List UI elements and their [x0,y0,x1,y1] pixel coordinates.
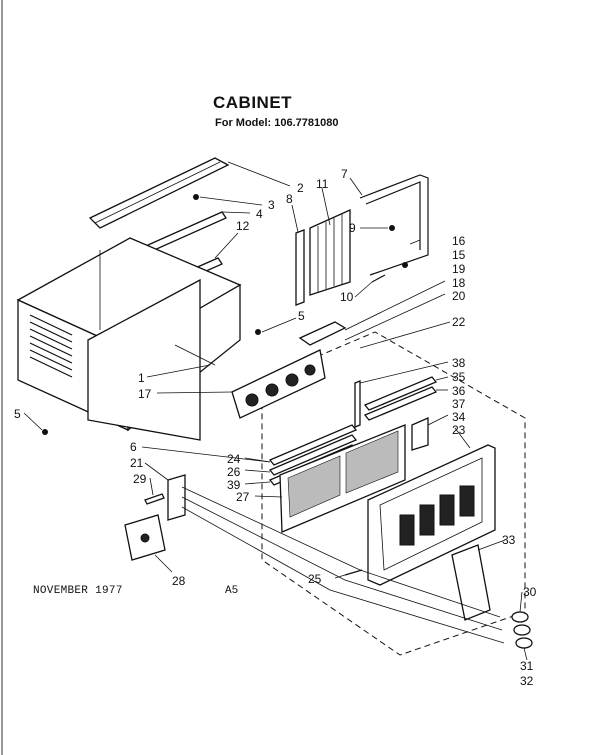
callout-16: 16 [452,234,466,248]
callout-1: 1 [138,371,145,385]
callout-24: 24 [227,452,241,466]
callout-10: 10 [340,290,354,304]
diagram-title: CABINET [213,93,293,112]
control-panel [451,544,491,621]
mounting-plate [167,474,186,521]
pin-part [344,569,363,576]
callout-3: 3 [268,198,275,212]
callout-7: 7 [341,167,348,181]
panel-part [309,208,351,296]
callout-38: 38 [452,356,466,370]
callout-31: 31 [520,659,534,673]
callout-5b: 5 [14,407,21,421]
screw-part [255,329,261,335]
screw-part [193,194,199,200]
mount-part [298,321,347,346]
model-subtitle: For Model: 106.7781080 [215,117,339,129]
callout-23: 23 [452,423,466,437]
clip-part [371,274,386,283]
callout-21: 21 [130,456,144,470]
callout-22: 22 [452,315,466,329]
callout-18: 18 [452,276,466,290]
spacer-part [144,493,165,505]
top-rail [88,157,230,229]
bracket-small [411,417,429,451]
callout-17: 17 [138,387,152,401]
callout-37: 37 [452,397,466,411]
callout-28: 28 [172,574,186,588]
control-knob-part [124,514,166,561]
bracket-part [359,174,429,276]
callout-39: 39 [227,478,241,492]
louver-set [354,376,438,428]
callout-30: 30 [523,585,537,599]
footer-date: NOVEMBER 1977 [33,585,123,597]
callout-33: 33 [502,533,516,547]
callout-32: 32 [520,674,534,688]
callout-27: 27 [236,490,250,504]
leader-lines [23,161,528,661]
callout-5: 5 [298,309,305,323]
callout-8: 8 [286,192,293,206]
callout-9: 9 [349,221,356,235]
callout-25: 25 [308,572,322,586]
footer-code: A5 [225,585,239,597]
callout-35: 35 [452,370,466,384]
callout-labels: 2 7 11 3 4 8 9 12 16 15 19 18 10 20 5 22… [14,167,537,688]
callout-4: 4 [256,207,263,221]
front-grille [367,444,496,586]
callout-34: 34 [452,410,466,424]
assembly-outline [261,331,526,656]
callout-26: 26 [227,465,241,479]
callout-15: 15 [452,248,466,262]
screw-part [402,262,408,268]
wiring [181,486,505,644]
callout-12: 12 [236,219,250,233]
knob-set [511,611,533,649]
callout-36: 36 [452,384,466,398]
filter-panel [279,424,406,533]
callout-11: 11 [316,177,329,191]
vent-slots [29,314,73,378]
strip-part [295,229,305,306]
screw-part [42,429,48,435]
callout-2: 2 [297,181,304,195]
callout-6: 6 [130,440,137,454]
cabinet-shell [16,237,242,441]
callout-29: 29 [133,472,147,486]
callout-20: 20 [452,289,466,303]
screw-part [389,225,395,231]
fan-housing [231,349,326,419]
callout-19: 19 [452,262,466,276]
